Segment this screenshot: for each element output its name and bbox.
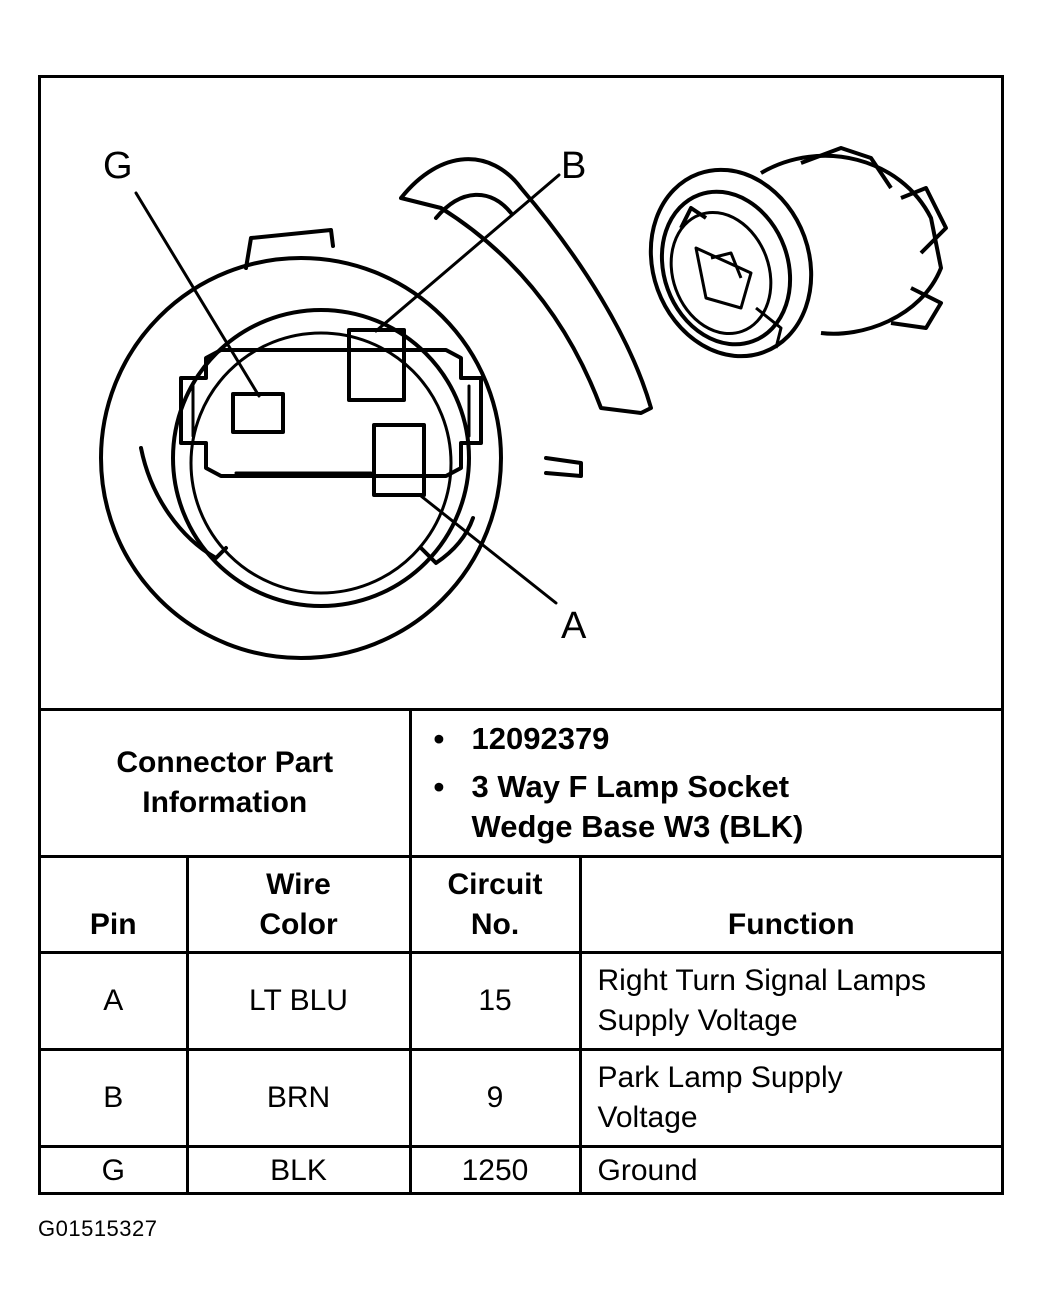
socket-outer-ring bbox=[99, 256, 503, 660]
row-b-function-text: Park Lamp Supply Voltage bbox=[597, 1061, 843, 1134]
socket-lever-arm bbox=[399, 157, 653, 415]
figure-id: G01515327 bbox=[38, 1216, 158, 1241]
row-b-circuit: 9 bbox=[408, 1048, 582, 1148]
part-number: 12092379 bbox=[434, 719, 1002, 759]
row-a-function-text: Right Turn Signal Lamps Supply Voltage bbox=[597, 964, 927, 1037]
row-a-pin: A bbox=[41, 951, 189, 1051]
pin-label-b: B bbox=[561, 145, 586, 187]
terminal-g bbox=[231, 392, 285, 434]
row-b-function: Park Lamp Supply Voltage bbox=[578, 1048, 1001, 1148]
row-a-function: Right Turn Signal Lamps Supply Voltage bbox=[578, 951, 1001, 1051]
row-g-circuit: 1250 bbox=[408, 1145, 582, 1194]
lower-bracket-right bbox=[419, 516, 475, 565]
row-b-wire-color: BRN bbox=[185, 1048, 412, 1148]
socket-inner-ring bbox=[171, 308, 471, 608]
lever-arm-inner bbox=[434, 192, 513, 220]
row-a-circuit: 15 bbox=[408, 951, 582, 1051]
leader-line-a bbox=[419, 494, 558, 605]
socket-stud bbox=[544, 456, 583, 478]
part-info-heading-text: Connector Part Information bbox=[116, 746, 334, 819]
terminal-a bbox=[372, 423, 426, 497]
table-row: A LT BLU 15 Right Turn Signal Lamps Supp… bbox=[41, 951, 1001, 1051]
header-circuit-no-text: Circuit No. bbox=[447, 868, 543, 941]
table-header-row: Pin Wire Color Circuit No. Function bbox=[41, 855, 1001, 954]
table-row: G BLK 1250 Ground bbox=[41, 1145, 1001, 1194]
part-description: 3 Way F Lamp Socket Wedge Base W3 (BLK) bbox=[434, 767, 852, 847]
header-function: Function bbox=[578, 855, 1001, 954]
socket-top-tab bbox=[244, 228, 335, 270]
row-b-pin: B bbox=[41, 1048, 189, 1148]
connector-info-table: Connector Part Information 12092379 3 Wa… bbox=[41, 708, 1001, 1194]
header-wire-color-text: Wire Color bbox=[259, 868, 338, 941]
socket-inner-bore bbox=[189, 331, 453, 595]
lower-bracket-left bbox=[139, 446, 228, 560]
wedge-base-housing bbox=[179, 348, 483, 478]
table-row: B BRN 9 Park Lamp Supply Voltage bbox=[41, 1048, 1001, 1148]
header-pin: Pin bbox=[41, 855, 189, 954]
row-g-function: Ground bbox=[578, 1145, 1001, 1194]
part-info-details: 12092379 3 Way F Lamp Socket Wedge Base … bbox=[408, 708, 1002, 858]
pin-label-g: G bbox=[103, 145, 133, 187]
row-g-wire-color: BLK bbox=[185, 1145, 412, 1194]
row-g-pin: G bbox=[41, 1145, 189, 1194]
leader-line-g bbox=[134, 191, 261, 398]
row-a-wire-color: LT BLU bbox=[185, 951, 412, 1051]
connector-illustration: G B A bbox=[99, 145, 948, 660]
socket-3d-view bbox=[648, 146, 948, 359]
part-info-heading: Connector Part Information bbox=[41, 708, 412, 858]
pin-label-a: A bbox=[561, 605, 587, 647]
part-info-row: Connector Part Information 12092379 3 Wa… bbox=[41, 708, 1002, 858]
leader-line-b bbox=[374, 173, 561, 333]
header-circuit-no: Circuit No. bbox=[408, 855, 582, 954]
diagram-frame: G B A bbox=[38, 75, 1004, 1195]
terminal-b bbox=[347, 328, 406, 402]
connector-diagram: G B A bbox=[41, 78, 1001, 708]
header-wire-color: Wire Color bbox=[185, 855, 412, 954]
